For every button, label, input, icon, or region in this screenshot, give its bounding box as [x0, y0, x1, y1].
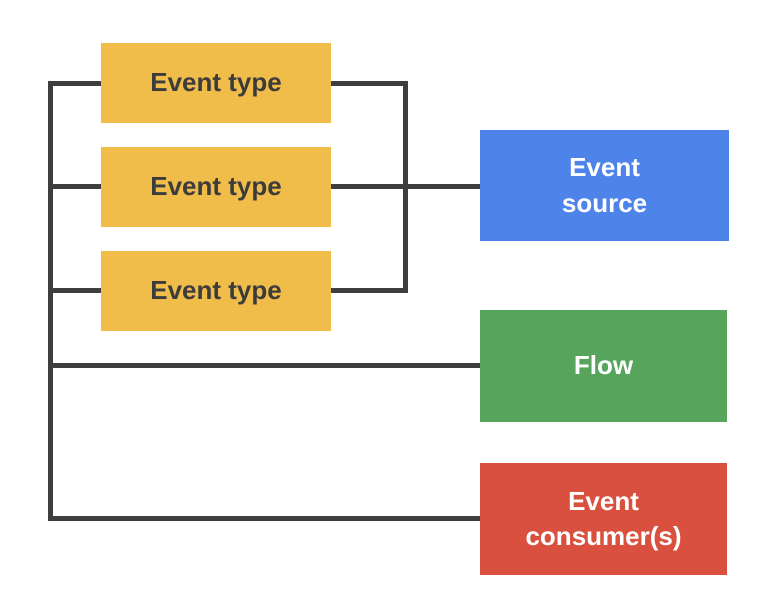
node-event-type-2-label: Event type — [150, 171, 282, 202]
connector-event-consumers-branch — [48, 516, 480, 521]
node-flow: Flow — [480, 310, 727, 422]
node-event-source-label: Event source — [561, 152, 648, 218]
connector-left-bus — [48, 81, 53, 521]
connector-event-type-3-left — [48, 288, 101, 293]
node-event-type-3: Event type — [101, 251, 331, 331]
node-event-type-1-label: Event type — [150, 67, 282, 98]
node-event-source: Event source — [480, 130, 729, 241]
connector-event-type-1-right — [331, 81, 408, 86]
node-event-consumers-label: Event consumer(s) — [525, 485, 682, 551]
connector-right-bus — [403, 81, 408, 293]
connector-event-type-2-left — [48, 184, 101, 189]
node-event-type-3-label: Event type — [150, 275, 282, 306]
connector-event-type-1-left — [48, 81, 101, 86]
connector-flow-branch — [48, 363, 480, 368]
node-event-type-1: Event type — [101, 43, 331, 123]
node-flow-label: Flow — [573, 350, 634, 381]
node-event-type-2: Event type — [101, 147, 331, 227]
node-event-consumers: Event consumer(s) — [480, 463, 727, 575]
connector-event-type-3-right — [331, 288, 408, 293]
